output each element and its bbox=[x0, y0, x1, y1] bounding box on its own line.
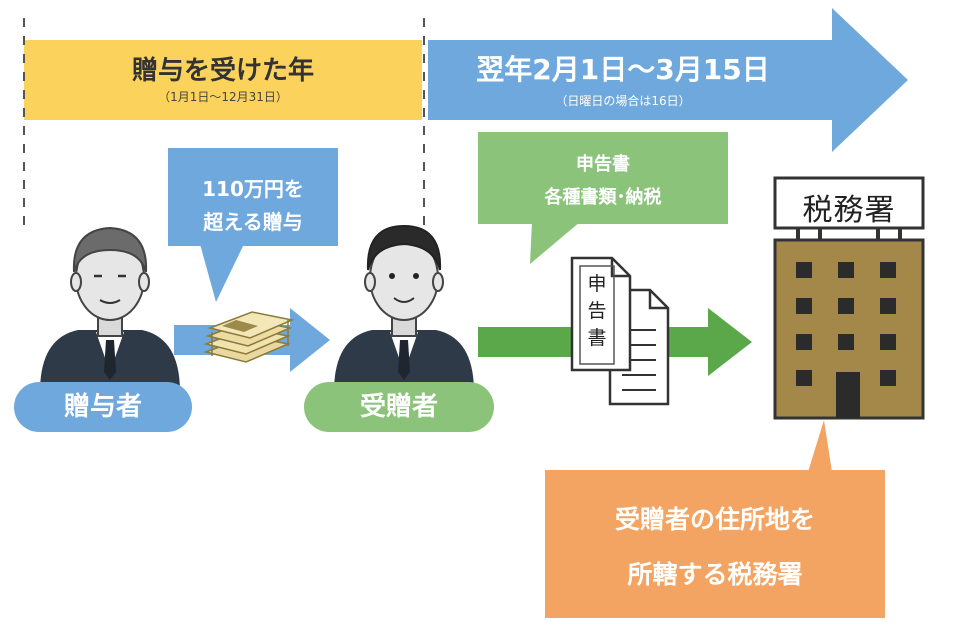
filing-docs-line2: 各種書類･納税 bbox=[544, 187, 662, 208]
gift-amount-line1: 110万円を bbox=[202, 177, 304, 201]
gift-amount-line2: 超える贈与 bbox=[203, 210, 303, 234]
filing-docs-line1: 申告書 bbox=[576, 154, 630, 175]
gift-amount-callout bbox=[168, 148, 338, 302]
tax-office-sign: 税務署 bbox=[802, 193, 896, 228]
document-label-char: 告 bbox=[587, 300, 607, 322]
donor-label: 贈与者 bbox=[14, 382, 192, 432]
document-label-char: 申 bbox=[587, 273, 607, 295]
recipient-label: 受贈者 bbox=[304, 382, 494, 432]
tax-office-note-callout bbox=[545, 420, 885, 618]
tax-office-note-line1: 受贈者の住所地を bbox=[614, 505, 815, 534]
document-label-char: 書 bbox=[587, 327, 607, 349]
tax-office-note-line2: 所轄する税務署 bbox=[627, 560, 803, 589]
recipient-figure-icon bbox=[334, 224, 474, 392]
deadline-subtitle: （日曜日の場合は16日） bbox=[555, 94, 691, 108]
filing-docs-callout bbox=[478, 132, 728, 264]
tax-return-document-icon bbox=[570, 256, 670, 406]
gift-year-subtitle: （1月1日～12月31日） bbox=[158, 90, 288, 104]
tax-office-building-icon bbox=[773, 176, 925, 420]
deadline-title: 翌年2月1日～3月15日 bbox=[476, 53, 770, 86]
donor-figure-icon bbox=[40, 226, 180, 392]
deadline-arrow bbox=[428, 8, 908, 152]
gift-year-band bbox=[24, 40, 422, 120]
gift-year-title: 贈与を受けた年 bbox=[131, 56, 314, 86]
document-label: 申 告 書 bbox=[586, 271, 608, 352]
cash-bundle-icon bbox=[203, 311, 295, 363]
